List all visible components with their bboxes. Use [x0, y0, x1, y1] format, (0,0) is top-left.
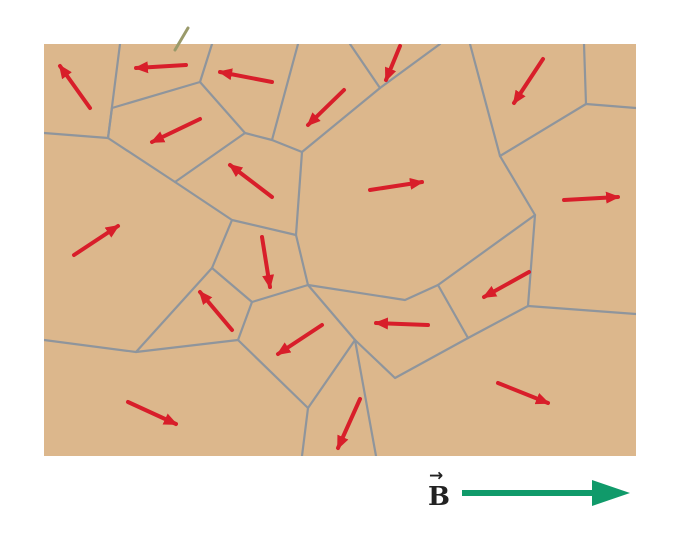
domain-wall [582, 44, 588, 106]
field-label: B [428, 482, 450, 512]
vector-accent-icon: → [429, 466, 443, 486]
moment-arrow [384, 44, 402, 82]
moment-arrow [72, 224, 120, 257]
domain-wall [106, 80, 247, 184]
moment-arrow [198, 290, 234, 332]
domain-wall [306, 44, 537, 302]
moment-arrow [496, 381, 550, 405]
moment-arrow [276, 323, 324, 356]
domain-wall [173, 150, 304, 237]
moment-arrow [218, 68, 274, 84]
moment-arrow [306, 88, 346, 127]
domain-wall [526, 213, 537, 308]
moment-arrow [374, 317, 430, 330]
moment-arrow [58, 64, 92, 110]
moment-arrow [512, 57, 545, 105]
domain-wall [353, 338, 378, 456]
magnetic-field-indicator: B → [428, 466, 630, 512]
moment-arrow [260, 235, 275, 289]
domain-wall [270, 44, 382, 154]
domain-walls [44, 44, 636, 456]
moment-arrow [482, 270, 531, 299]
moment-arrow [126, 400, 178, 426]
domain-wall [106, 44, 214, 140]
field-arrow-icon [592, 480, 630, 506]
moment-arrow [134, 61, 188, 74]
domain-wall-stub [173, 26, 190, 52]
moment-arrow [150, 117, 202, 144]
moment-arrow [228, 163, 274, 199]
domain-wall [353, 283, 470, 380]
domain-wall [210, 233, 310, 304]
moment-arrow [368, 177, 424, 192]
moment-arrow [562, 191, 620, 204]
material-slab [44, 44, 636, 456]
moment-arrow [336, 397, 362, 450]
domain-wall [44, 218, 234, 354]
magnetic-moments [58, 44, 620, 450]
